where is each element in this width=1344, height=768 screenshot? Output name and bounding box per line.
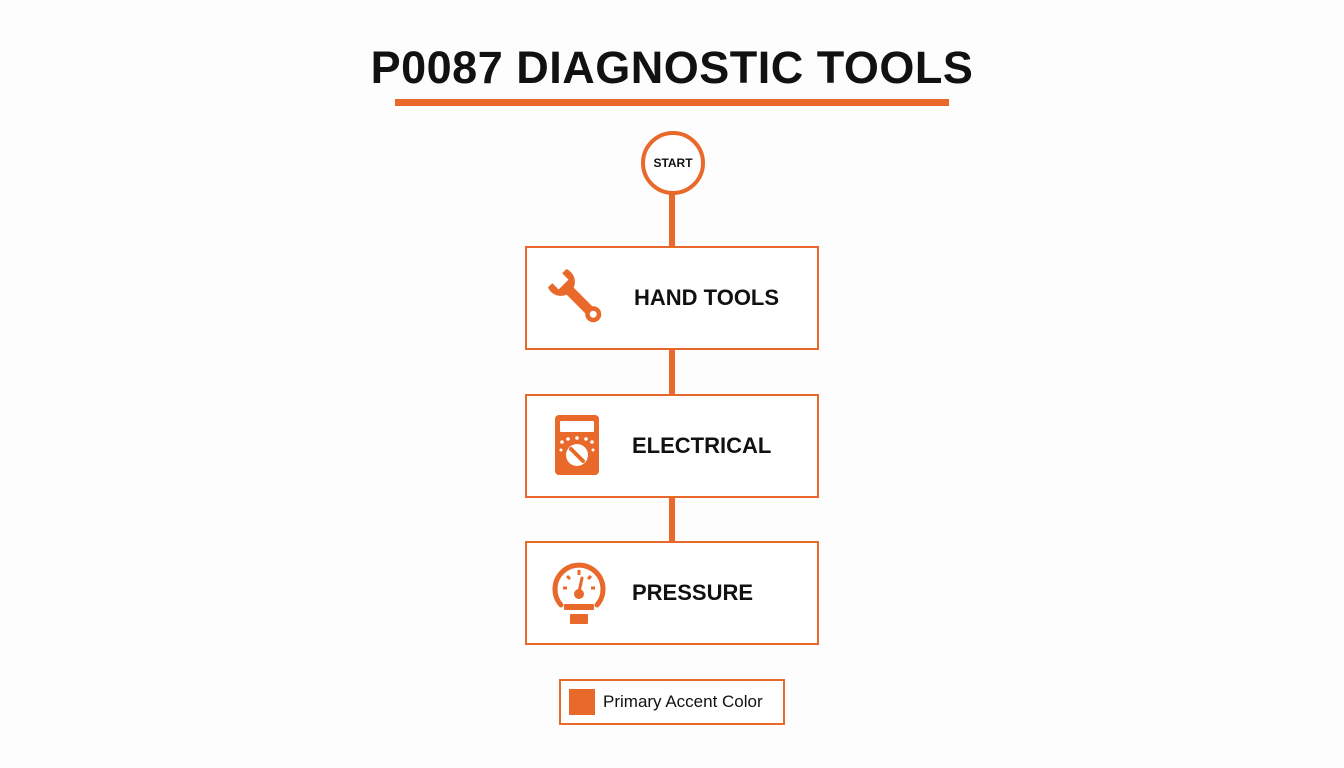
start-label: START: [653, 156, 693, 170]
connector-hand-tools-to-electrical: [669, 348, 675, 395]
legend-label: Primary Accent Color: [603, 692, 763, 711]
connector-start-to-hand-tools: [669, 186, 675, 247]
start-node: START: [641, 131, 705, 195]
connector-electrical-to-pressure: [669, 496, 675, 543]
step-electrical: ELECTRICAL: [525, 394, 819, 498]
pressure-gauge-icon: [552, 562, 606, 624]
legend: Primary Accent Color: [559, 679, 785, 725]
step-label-electrical: ELECTRICAL: [632, 433, 772, 458]
legend-swatch: [569, 689, 595, 715]
step-hand-tools: HAND TOOLS: [525, 246, 819, 350]
multimeter-icon: [555, 415, 599, 475]
step-label-pressure: PRESSURE: [632, 580, 754, 605]
page-title: P0087 DIAGNOSTIC TOOLS: [370, 42, 974, 93]
step-label-hand-tools: HAND TOOLS: [634, 285, 780, 310]
wrench-icon: [548, 269, 602, 323]
title-underline: [395, 99, 949, 106]
step-pressure: PRESSURE: [525, 541, 819, 645]
